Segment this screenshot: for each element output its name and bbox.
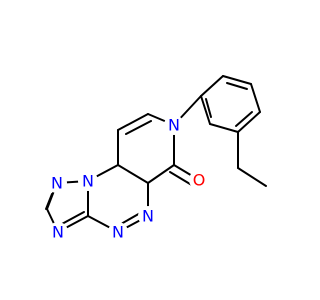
bond: [237, 111, 261, 133]
bond: [226, 82, 248, 90]
bond: [200, 95, 211, 125]
atom-label-background: [108, 222, 128, 242]
atom-label-n-triazole-bottom: N: [52, 223, 64, 242]
atom-label-background: [78, 171, 98, 191]
bond: [250, 83, 261, 113]
bond: [117, 113, 149, 131]
bonds-layer: [45, 75, 267, 233]
bond: [200, 75, 224, 97]
atom-label-background: [189, 170, 209, 190]
bond: [209, 123, 239, 133]
atom-label-n-triazine-1: N: [112, 223, 124, 242]
atom-label-background: [164, 115, 184, 135]
bond: [205, 98, 212, 118]
bond: [237, 167, 267, 187]
bond: [235, 111, 253, 127]
atom-label-n-triazine-2: N: [142, 207, 154, 226]
atom-label-background: [48, 222, 68, 242]
bond: [117, 164, 149, 184]
bond: [147, 164, 175, 184]
atom-label-background: [47, 173, 67, 193]
bond: [125, 120, 152, 135]
bond: [222, 75, 252, 85]
atom-label-n-bridge: N: [82, 172, 94, 191]
bond: [59, 211, 85, 226]
bond: [45, 193, 53, 210]
atom-label-n-ring-top: N: [168, 116, 180, 135]
atom-label-n-triazole-left: N: [51, 174, 63, 193]
atom-label-background: [138, 206, 158, 226]
atom-label-o-carbonyl: O: [193, 171, 206, 190]
